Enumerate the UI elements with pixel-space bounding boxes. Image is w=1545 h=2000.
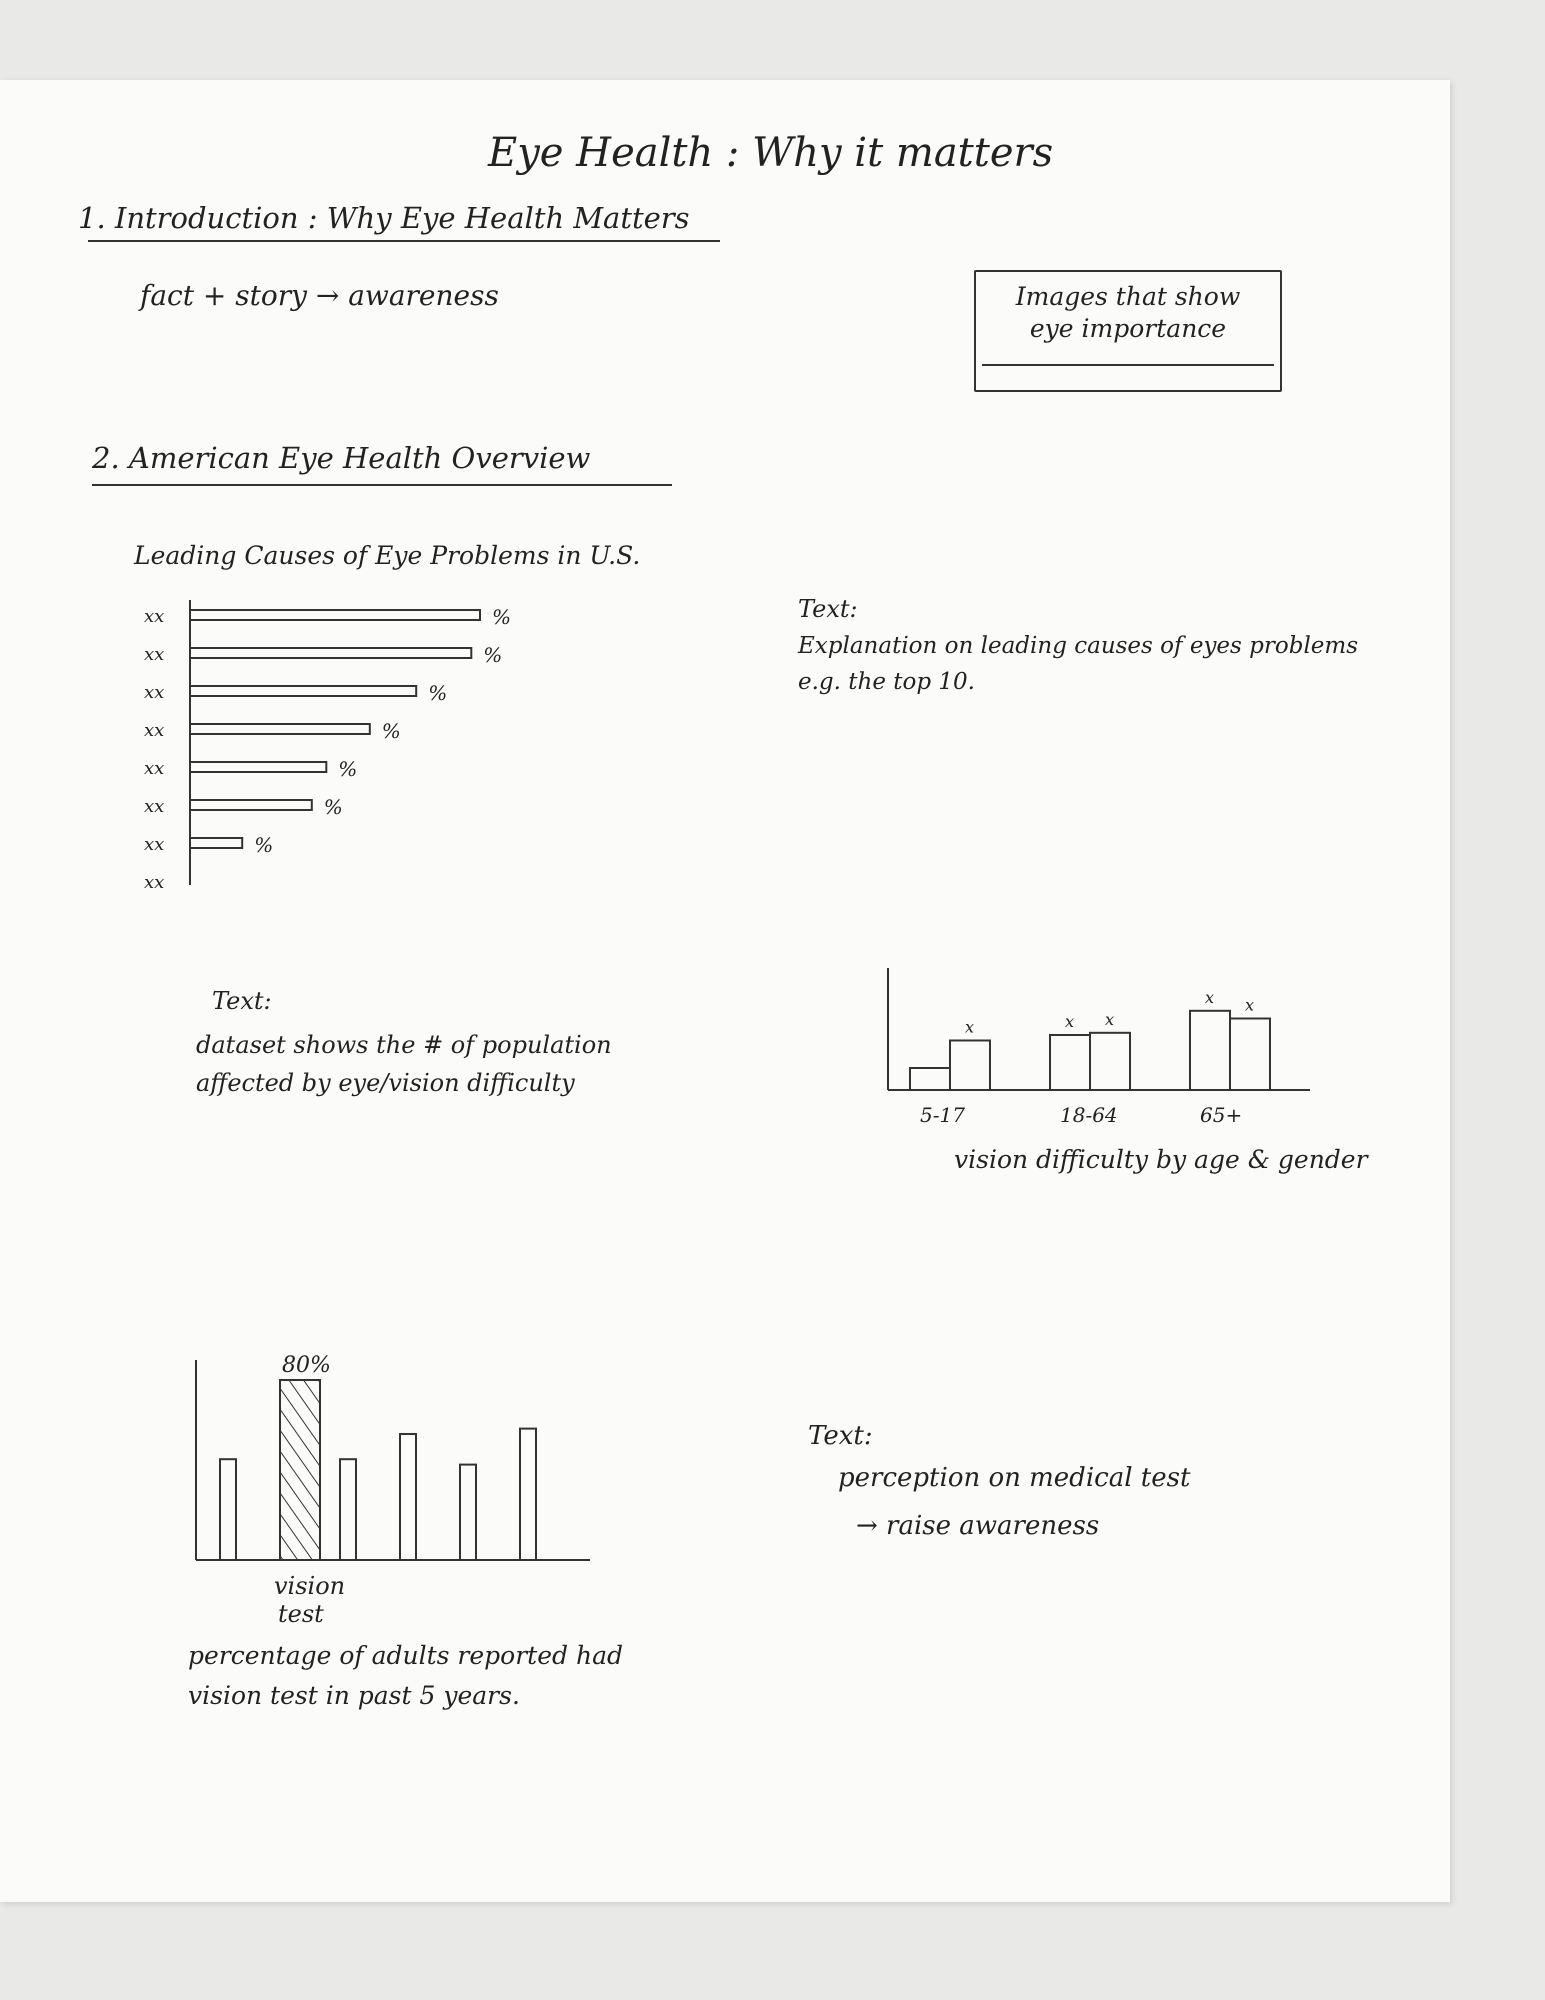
grouped-chart-bar	[949, 1039, 991, 1091]
vision-chart-highlight-bar	[279, 1379, 321, 1561]
grouped-chart-bar	[1189, 1009, 1231, 1091]
image-box-inner-line	[982, 364, 1274, 366]
leading-causes-bar-chart: xx xx xx xx xx xx xx xx%%%%%%%	[144, 600, 511, 890]
vision-chart-caption-line2: vision test in past 5 years.	[188, 1681, 520, 1710]
bar-chart-caption: Leading Causes of Eye Problems in U.S.	[134, 541, 641, 570]
paper-sheet	[0, 80, 1450, 1902]
bar-chart-value-label: %	[382, 719, 401, 743]
vision-chart-xlabel-line2: test	[278, 1600, 324, 1628]
section1-heading: 1. Introduction : Why Eye Health Matters	[78, 201, 690, 235]
text-block-1-line2: e.g. the top 10.	[798, 669, 975, 695]
grouped-chart-bar	[1089, 1031, 1131, 1092]
grouped-chart-bar	[909, 1067, 951, 1091]
vision-chart-bar	[399, 1433, 417, 1561]
vision-chart-xlabel: vision	[274, 1572, 345, 1600]
bar-chart-bar	[189, 837, 244, 849]
grouped-chart-bar	[1229, 1017, 1271, 1091]
bar-chart-bar	[189, 609, 481, 621]
grouped-chart-annotation: x	[1105, 1010, 1114, 1029]
section2-underline	[92, 484, 672, 486]
grouped-chart-annotation: x	[965, 1018, 974, 1037]
image-box-line2: eye importance	[1029, 314, 1227, 343]
section2-heading: 2. American Eye Health Overview	[92, 441, 591, 475]
bar-chart-value-label: %	[483, 643, 502, 667]
vision-chart-bar	[519, 1427, 537, 1561]
page-title: Eye Health : Why it matters	[488, 130, 1054, 176]
bar-chart-category-label: xx	[144, 720, 164, 741]
text-block-3-line2: → raise awareness	[856, 1511, 1100, 1541]
text-block-2-label: Text:	[212, 987, 272, 1015]
vision-difficulty-chart: x 5-17 x x 18-64 x x 65+	[887, 968, 1310, 1127]
bar-chart-value-label: %	[338, 757, 357, 781]
section1-underline	[88, 240, 720, 242]
grouped-chart-caption: vision difficulty by age & gender	[954, 1145, 1368, 1174]
bar-chart-category-label: xx	[144, 682, 164, 703]
bar-chart-category-label: xx	[144, 758, 164, 779]
image-placeholder-box: Images that show eye importance	[974, 270, 1282, 392]
grouped-chart-category-label: 5-17	[920, 1103, 965, 1127]
grouped-chart-annotation: x	[1065, 1012, 1074, 1031]
bar-chart-value-label: %	[428, 681, 447, 705]
text-block-3-label: Text:	[808, 1421, 873, 1451]
bar-chart-category-label: xx	[144, 872, 164, 890]
grouped-chart-category-label: 18-64	[1060, 1103, 1118, 1127]
section1-subtitle: fact + story → awareness	[140, 279, 499, 312]
vision-chart-bar	[459, 1463, 477, 1562]
grouped-chart-annotation: x	[1205, 988, 1214, 1007]
text-block-1-line1: Explanation on leading causes of eyes pr…	[798, 633, 1359, 659]
text-block-2-line2: affected by eye/vision difficulty	[196, 1069, 575, 1097]
text-block-2-line1: dataset shows the # of population	[196, 1031, 612, 1059]
bar-chart-value-label: %	[492, 605, 511, 629]
vision-chart-bar	[219, 1458, 237, 1561]
image-box-line1: Images that show	[1015, 282, 1241, 311]
grouped-chart-category-label: 65+	[1200, 1103, 1242, 1127]
bar-chart-category-label: xx	[144, 606, 164, 627]
vision-chart-bar	[339, 1458, 357, 1561]
bar-chart-bar	[189, 761, 328, 773]
bar-chart-value-label: %	[324, 795, 343, 819]
text-block-3-line1: perception on medical test	[838, 1463, 1191, 1493]
vision-chart-caption-line1: percentage of adults reported had	[188, 1641, 623, 1670]
bar-chart-bar	[189, 799, 313, 811]
bar-chart-category-label: xx	[144, 796, 164, 817]
bar-chart-category-label: xx	[144, 644, 164, 665]
bar-chart-value-label: %	[254, 833, 273, 857]
bar-chart-bar	[189, 685, 418, 697]
bar-chart-category-label: xx	[144, 834, 164, 855]
grouped-chart-annotation: x	[1245, 996, 1254, 1015]
bar-chart-bar	[189, 647, 473, 659]
grouped-chart-bar	[1049, 1034, 1091, 1091]
vision-chart-highlight-label: 80%	[282, 1353, 331, 1378]
text-block-1-label: Text:	[798, 595, 858, 623]
bar-chart-bar	[189, 723, 371, 735]
